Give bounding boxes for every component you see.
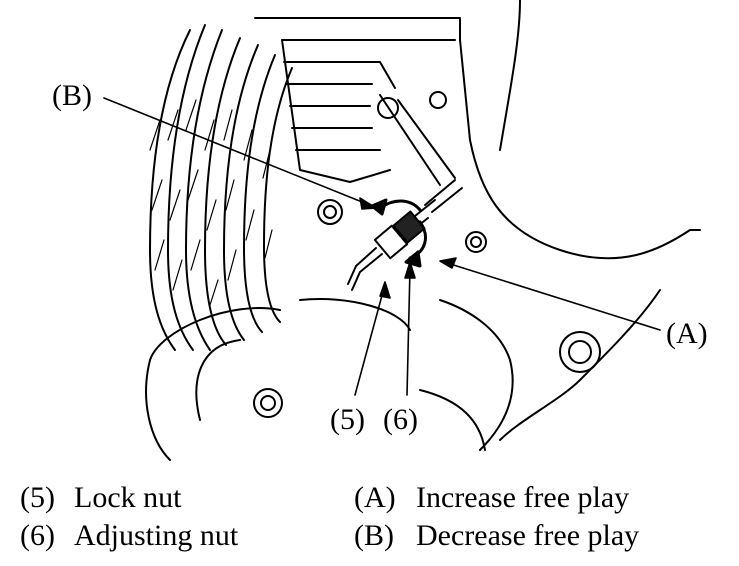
crankcase bbox=[439, 0, 701, 451]
legend-key: (B) bbox=[354, 519, 394, 552]
callout-a: (A) bbox=[666, 317, 708, 350]
legend-text: Lock nut bbox=[74, 481, 182, 514]
cylinder-fins bbox=[149, 24, 293, 351]
bolts bbox=[317, 94, 456, 225]
legend-key: (A) bbox=[354, 481, 396, 514]
legend-item-decrease-free-play: (B) Decrease free play bbox=[354, 520, 639, 552]
legend-item-lock-nut: (5) Lock nut bbox=[20, 482, 181, 514]
head-fins bbox=[254, 17, 471, 183]
legend-key: (5) bbox=[20, 481, 55, 514]
callout-5: (5) bbox=[330, 403, 365, 436]
legend-text: Adjusting nut bbox=[74, 519, 239, 552]
legend-item-adjusting-nut: (6) Adjusting nut bbox=[20, 520, 238, 552]
clutch-cable bbox=[347, 179, 463, 291]
callout-b: (B) bbox=[52, 79, 92, 112]
legend-text: Decrease free play bbox=[416, 519, 640, 552]
legend-key: (6) bbox=[20, 519, 55, 552]
leader-lines bbox=[103, 97, 661, 396]
legend-item-increase-free-play: (A) Increase free play bbox=[354, 482, 629, 514]
callout-6: (6) bbox=[383, 403, 418, 436]
lower-cover bbox=[145, 298, 486, 461]
legend-text: Increase free play bbox=[416, 481, 630, 514]
